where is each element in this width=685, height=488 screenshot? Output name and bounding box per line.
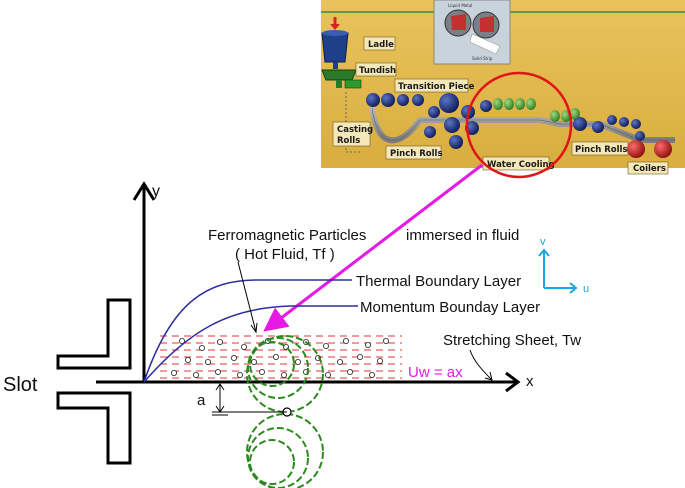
pinch-rolls-1-label: Pinch Rolls	[390, 149, 443, 159]
momentum-boundary-curve	[143, 305, 358, 383]
water-cooling-rolls	[493, 98, 580, 122]
distance-indicator	[212, 383, 287, 416]
immersed-label: immersed in fluid	[406, 227, 519, 244]
particles-label: Ferromagnetic Particles	[208, 227, 366, 244]
transition-piece-label: Transition Piece	[398, 82, 475, 92]
v-axis-label: v	[540, 236, 546, 248]
x-axis-label: x	[526, 373, 534, 390]
tundish-label: Tundish	[359, 66, 396, 76]
pinch-rolls-1-label-box	[385, 145, 442, 160]
tundish-label-box	[355, 62, 397, 77]
inset-bottom-label: Solid Strip	[472, 56, 493, 61]
thermal-layer-label: Thermal Boundary Layer	[356, 273, 521, 290]
transition-label-box	[394, 78, 469, 93]
highlight-circle	[465, 71, 573, 179]
casting-rolls-label-1: Casting	[337, 125, 373, 135]
casting-rolls-label-2: Rolls	[337, 136, 360, 146]
coilers-label: Coilers	[633, 164, 666, 174]
fluid-region	[160, 335, 402, 379]
wall-velocity-label: Uw = ax	[408, 364, 463, 381]
sheet-pointer	[469, 349, 493, 381]
ladle-label: Ladle	[368, 40, 394, 50]
y-axis-label: y	[152, 183, 160, 200]
y-axis-arrowhead	[132, 181, 156, 201]
water-cooling-label: Water Cooling	[487, 160, 555, 170]
zoom-arrow	[263, 163, 483, 332]
coilers	[627, 140, 672, 158]
casting-rolls-label-box	[332, 121, 371, 147]
coilers-label-box	[627, 161, 669, 175]
casting-rolls	[366, 93, 463, 149]
pinch-rolls-2-label: Pinch Rolls	[575, 145, 628, 155]
magnetic-dipole-field	[246, 335, 324, 488]
u-axis-label: u	[583, 283, 589, 295]
ferromagnetic-particles	[170, 337, 389, 378]
inset-top-label: Liquid Metal	[448, 3, 472, 8]
hot-fluid-label: ( Hot Fluid, Tf )	[235, 246, 335, 263]
stretching-sheet-label: Stretching Sheet, Tw	[443, 332, 581, 349]
particles-pointer	[237, 261, 257, 333]
ladle-label-box	[363, 36, 396, 51]
distance-label: a	[197, 392, 206, 409]
uv-axes	[538, 248, 578, 294]
thermal-boundary-curve	[143, 279, 352, 383]
slot-label: Slot	[3, 374, 38, 396]
plant-illustration: Liquid Metal Solid Strip Ladle Tundish	[321, 0, 685, 179]
slot-structure	[56, 298, 132, 465]
ladle	[321, 17, 349, 69]
momentum-layer-label: Momentum Bounday Layer	[360, 299, 540, 316]
roll-inset-image: Liquid Metal Solid Strip	[433, 0, 511, 65]
x-axis-arrowhead	[505, 371, 521, 393]
